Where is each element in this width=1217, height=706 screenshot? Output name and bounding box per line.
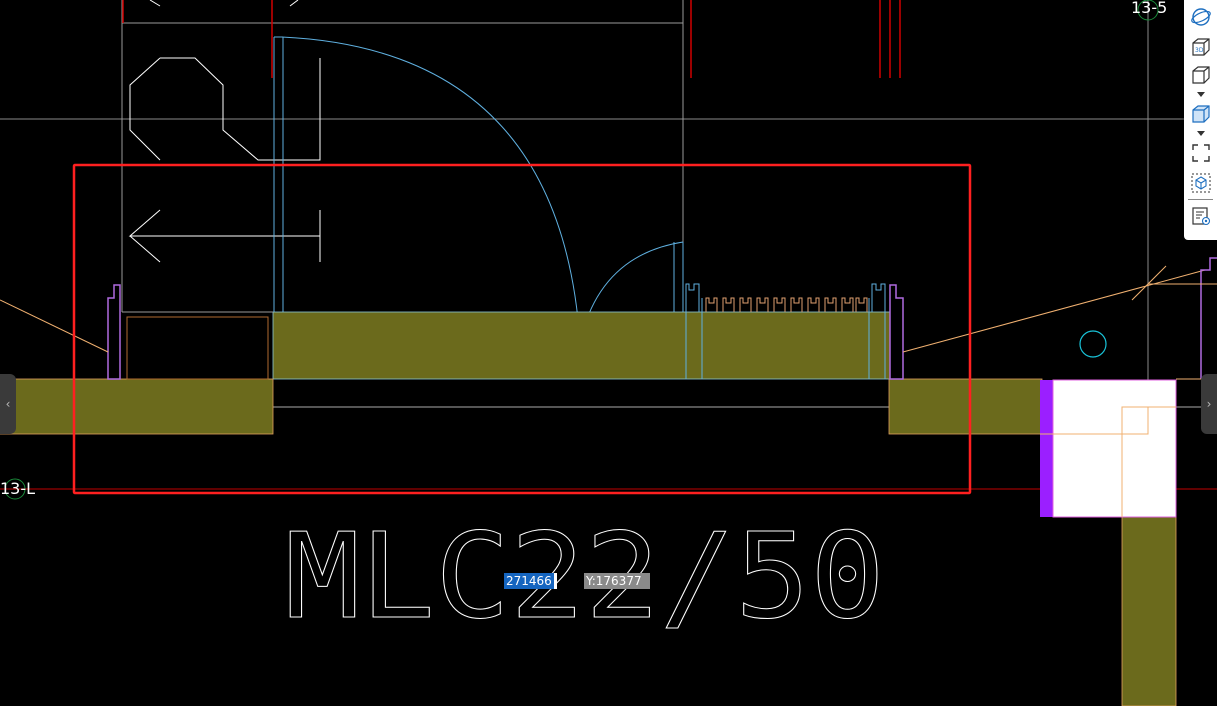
white-symbol-arrow	[128, 209, 321, 263]
svg-text:3D: 3D	[1195, 47, 1204, 54]
toolbar-divider	[1188, 199, 1213, 200]
column-white	[1052, 379, 1177, 518]
shaded-cube-button[interactable]	[1189, 102, 1213, 126]
left-panel-toggle[interactable]: ‹	[0, 374, 16, 434]
view-cube-button[interactable]	[1189, 63, 1213, 87]
frame-far-right	[1200, 257, 1217, 379]
column-purple-edge	[1040, 380, 1053, 517]
white-symbol-octagon	[160, 57, 321, 161]
coordinate-y-input[interactable]: Y:176377	[584, 573, 650, 589]
tick-mark-orange	[1131, 265, 1167, 301]
frame-left-purple	[107, 284, 121, 380]
axis-label-13-l: 13-L	[0, 479, 36, 498]
chevron-left-icon: ‹	[5, 397, 11, 411]
shaded-cube-icon	[1192, 105, 1210, 123]
isolate-box-icon	[1191, 173, 1211, 193]
rebar-teeth	[705, 297, 868, 312]
orbit-button[interactable]	[1189, 5, 1213, 29]
frame-right-purple	[889, 284, 904, 380]
white-symbol-top	[149, 0, 299, 7]
view-toolbar: 3D	[1184, 0, 1217, 240]
shaded-cube-dropdown[interactable]	[1197, 131, 1205, 136]
opening-outline	[126, 316, 269, 380]
isolate-box-button[interactable]	[1189, 171, 1213, 195]
white-symbol-octagon-left	[129, 57, 161, 161]
column-inner-outline	[1040, 406, 1176, 517]
properties-button[interactable]	[1189, 204, 1213, 228]
view-cube-icon	[1192, 66, 1210, 84]
axis-marker-13-5	[1137, 0, 1159, 21]
axis-marker-13-l	[4, 478, 26, 500]
wall-upper-band	[272, 311, 891, 380]
fullscreen-icon	[1192, 144, 1210, 162]
cyan-notch-left	[685, 283, 700, 379]
wall-vertical-right	[1121, 516, 1177, 706]
fullscreen-button[interactable]	[1189, 141, 1213, 165]
cyan-circle-marker	[1079, 330, 1107, 358]
chevron-right-icon: ›	[1206, 397, 1212, 411]
view-3d-button[interactable]: 3D	[1189, 35, 1213, 59]
cyan-notch-right	[871, 283, 886, 379]
wall-lower-right	[888, 378, 1043, 435]
orbit-icon	[1191, 8, 1211, 26]
view-cube-dropdown[interactable]	[1197, 92, 1205, 97]
view-3d-icon: 3D	[1192, 38, 1210, 56]
diagonal-line-left	[0, 299, 109, 353]
axis-label-13-5: 13-5	[1131, 0, 1168, 17]
right-panel-toggle[interactable]: ›	[1201, 374, 1217, 434]
selection-rectangle[interactable]	[72, 163, 972, 495]
coordinate-x-input[interactable]: 271466	[504, 573, 557, 589]
wall-lower-left	[0, 378, 274, 435]
properties-icon	[1192, 207, 1211, 226]
door-swing-large	[281, 36, 581, 343]
diagonal-line-right	[902, 269, 1206, 353]
